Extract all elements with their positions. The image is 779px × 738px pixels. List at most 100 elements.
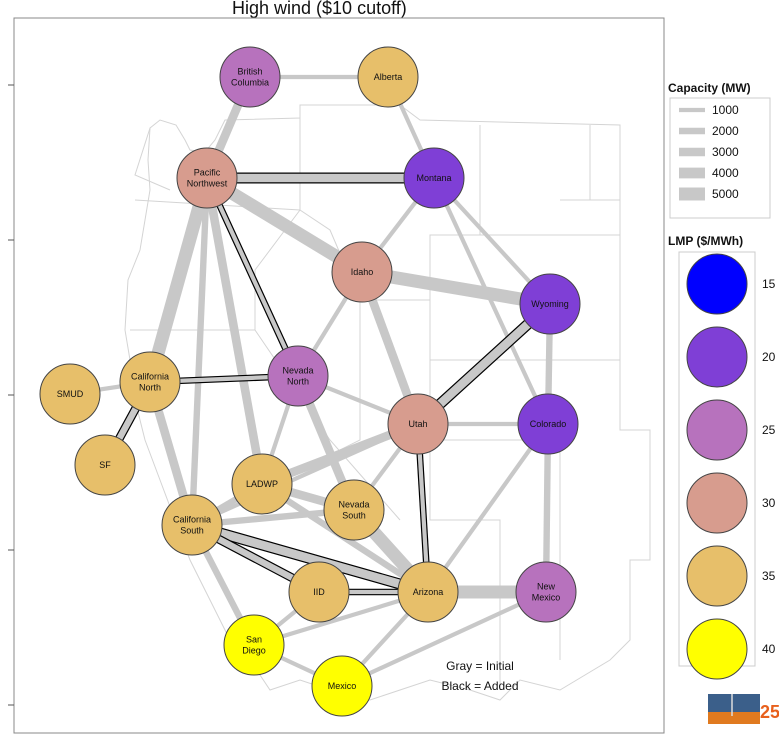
line-colorado-arizona — [426, 422, 550, 594]
node-label: North — [139, 383, 161, 393]
note-gray-initial: Gray = Initial — [446, 659, 514, 673]
node-circle — [517, 393, 579, 455]
node-circle — [323, 479, 385, 541]
node-label: South — [180, 526, 204, 536]
node-utah: Utah — [387, 393, 449, 455]
node-label: Arizona — [413, 587, 444, 597]
node-sf: SF — [74, 434, 136, 496]
lmp-legend-label: 35 — [762, 569, 776, 583]
node-smud: SMUD — [39, 363, 101, 425]
lmp-legend-label: 40 — [762, 642, 776, 656]
node-circle — [223, 614, 285, 676]
node-circle — [515, 561, 577, 623]
node-label: San — [246, 635, 262, 645]
line-capacity-band — [143, 176, 214, 384]
node-label: Diego — [242, 646, 266, 656]
line-montana-colorado — [432, 177, 550, 425]
line-pnw-cal_south — [188, 177, 211, 526]
node-label: Pacific — [194, 168, 221, 178]
node-label: LADWP — [246, 479, 278, 489]
line-capacity-band — [202, 177, 267, 485]
node-label: Utah — [408, 419, 427, 429]
lmp-legend-swatch — [686, 399, 748, 461]
node-label: IID — [313, 587, 325, 597]
node-label: Northwest — [187, 179, 228, 189]
capacity-legend-box — [669, 97, 771, 219]
node-label: Nevada — [282, 366, 313, 376]
line-pnw-ladwp — [202, 177, 267, 485]
node-label: California — [131, 372, 169, 382]
node-circle — [161, 494, 223, 556]
capacity-legend-label: 1000 — [712, 103, 739, 117]
line-capacity-band — [341, 590, 547, 688]
node-circle — [288, 561, 350, 623]
node-circle — [39, 363, 101, 425]
node-label: Alberta — [374, 72, 403, 82]
node-label: Columbia — [231, 78, 269, 88]
node-circle — [176, 147, 238, 209]
lmp-legend-swatch — [686, 253, 748, 315]
node-circle — [231, 453, 293, 515]
node-circle — [403, 147, 465, 209]
lmp-legend-swatch — [686, 545, 748, 607]
node-label: North — [287, 377, 309, 387]
lmp-legend-label: 25 — [762, 423, 776, 437]
node-circle — [267, 345, 329, 407]
node-label: Montana — [416, 173, 451, 183]
line-cal_south-arizona — [190, 519, 430, 598]
lmp-legend-swatch — [686, 618, 748, 680]
organization-logo: 25 — [708, 694, 779, 724]
line-utah-cal_south — [191, 422, 419, 527]
lmp-legend-label: 15 — [762, 277, 776, 291]
line-pnw-cal_north — [143, 176, 214, 384]
line-capacity-band — [191, 422, 419, 527]
node-wyoming: Wyoming — [519, 273, 581, 335]
node-label: Mexico — [328, 681, 357, 691]
node-circle — [519, 273, 581, 335]
node-alberta: Alberta — [357, 46, 419, 108]
node-circle — [331, 241, 393, 303]
plot-frame-ticks — [8, 84, 14, 706]
node-circle — [357, 46, 419, 108]
node-mexico: Mexico — [311, 655, 373, 717]
line-capacity-band — [205, 177, 300, 377]
plot-frame — [13, 17, 665, 734]
note-black-added: Black = Added — [441, 679, 518, 693]
logo-band — [708, 712, 760, 724]
node-label: Wyoming — [531, 299, 568, 309]
node-label: SMUD — [57, 389, 84, 399]
capacity-legend-label: 3000 — [712, 145, 739, 159]
node-montana: Montana — [403, 147, 465, 209]
node-label: Colorado — [530, 419, 567, 429]
line-new_mexico-mexico — [341, 590, 547, 688]
line-pnw-nev_north — [204, 176, 301, 378]
node-idaho: Idaho — [331, 241, 393, 303]
node-circle — [311, 655, 373, 717]
line-capacity-band — [190, 520, 430, 597]
node-circle — [119, 351, 181, 413]
node-circle — [74, 434, 136, 496]
line-capacity-band — [360, 265, 552, 311]
node-circle — [219, 46, 281, 108]
lmp-legend-swatch — [686, 326, 748, 388]
node-circle — [397, 561, 459, 623]
capacity-legend-title: Capacity (MW) — [668, 81, 751, 95]
node-label: California — [173, 515, 211, 525]
node-label: SF — [99, 460, 111, 470]
node-label: British — [237, 67, 262, 77]
lmp-legend-title: LMP ($/MWh) — [668, 234, 743, 248]
capacity-legend-label: 2000 — [712, 124, 739, 138]
line-capacity-band — [426, 422, 550, 594]
lmp-legend-label: 20 — [762, 350, 776, 364]
